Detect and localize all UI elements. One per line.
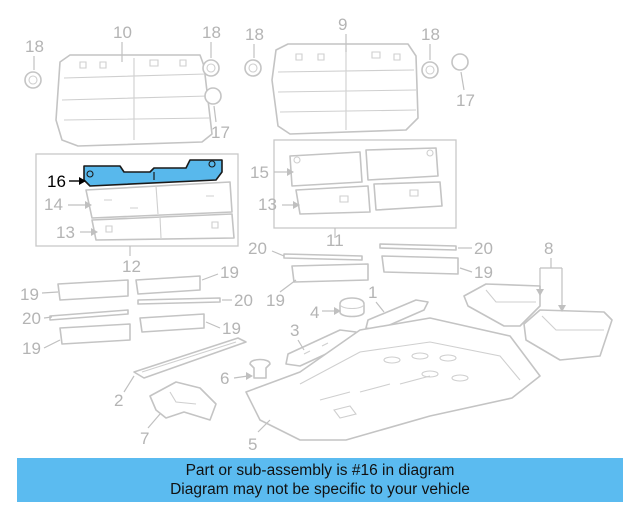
leader-19f	[43, 339, 61, 349]
callout-5: 5	[248, 435, 257, 454]
callout-19e: 19	[222, 319, 241, 338]
leader-4-arrow	[334, 307, 341, 315]
callout-19b: 19	[474, 263, 493, 282]
callout-17b: 17	[456, 91, 475, 110]
part-14-cargo-panel-left[interactable]	[85, 181, 233, 219]
callout-19f: 19	[22, 339, 41, 358]
part-19-sill-plate-b[interactable]	[381, 255, 459, 275]
leader-8-arrow-a	[536, 289, 544, 296]
leader-20a	[271, 250, 285, 257]
leader-20d	[43, 316, 53, 319]
callout-6: 6	[220, 369, 229, 388]
callout-18a: 18	[25, 37, 44, 56]
part-5-floor-carpet[interactable]	[245, 317, 541, 441]
leader-8	[539, 258, 563, 306]
part-17-ring-b[interactable]	[451, 53, 469, 71]
leader-15-arrow	[287, 168, 294, 176]
callout-20d: 20	[22, 309, 41, 328]
part-20-trim-strip-d[interactable]	[49, 309, 129, 321]
callout-18d: 18	[421, 25, 440, 44]
part-10-cargo-cover-left[interactable]	[55, 54, 213, 147]
leader-19a	[279, 279, 297, 293]
callout-7: 7	[140, 429, 149, 448]
leader-13a-arrow	[91, 228, 98, 236]
part-13-cargo-panel-left[interactable]	[91, 213, 235, 241]
callout-14: 14	[44, 195, 63, 214]
callout-2: 2	[114, 391, 123, 410]
group-box-11	[273, 139, 457, 229]
leader-5	[257, 419, 271, 433]
part-7-cover[interactable]	[149, 381, 217, 421]
info-banner: Part or sub-assembly is #16 in diagram D…	[17, 458, 623, 502]
callout-19a: 19	[266, 291, 285, 310]
leader-6-arrow	[246, 372, 253, 380]
callout-15: 15	[250, 163, 269, 182]
part-19-sill-plate-a[interactable]	[291, 263, 369, 283]
part-20-trim-strip-a[interactable]	[283, 253, 363, 261]
leader-17a	[213, 105, 217, 123]
part-4-grommet[interactable]	[339, 297, 365, 318]
callout-4: 4	[310, 303, 319, 322]
callout-18b: 18	[202, 23, 221, 42]
callout-3: 3	[290, 321, 299, 340]
leader-17b	[460, 71, 465, 91]
part-1-bracket[interactable]	[365, 299, 429, 331]
callout-19d: 19	[220, 263, 239, 282]
part-6-plug[interactable]	[249, 358, 271, 379]
callout-20c: 20	[234, 291, 253, 310]
part-17-ring-a[interactable]	[204, 87, 222, 105]
leader-14-arrow	[85, 201, 92, 209]
part-20-trim-strip-c[interactable]	[137, 297, 221, 305]
part-19-sill-plate-d[interactable]	[135, 275, 201, 295]
leader-3	[297, 339, 305, 351]
part-18-fastener-b[interactable]	[202, 59, 220, 77]
group-box-12	[35, 153, 239, 247]
part-19-sill-plate-e[interactable]	[139, 313, 205, 333]
leader-13b-arrow	[293, 201, 300, 209]
callout-8: 8	[544, 239, 553, 258]
leader-7	[147, 413, 161, 429]
callout-11: 11	[326, 231, 344, 250]
leader-19b	[459, 267, 473, 273]
leader-16-arrow	[79, 177, 86, 185]
part-2-scuff-plate[interactable]	[133, 337, 247, 379]
callout-16: 16	[47, 172, 66, 191]
banner-line-1: Part or sub-assembly is #16 in diagram	[185, 462, 455, 479]
part-16-highlighted-panel[interactable]	[83, 159, 223, 187]
part-8-storage-bin-lower[interactable]	[523, 309, 613, 361]
part-20-trim-strip-b[interactable]	[379, 243, 457, 251]
part-13-cargo-panel-right[interactable]	[295, 181, 443, 215]
banner-line-2: Diagram may not be specific to your vehi…	[170, 481, 470, 498]
callout-13a: 13	[56, 223, 75, 242]
callout-1: 1	[368, 283, 377, 302]
callout-9: 9	[338, 15, 347, 34]
part-19-sill-plate-c[interactable]	[57, 279, 129, 301]
part-19-sill-plate-f[interactable]	[59, 323, 131, 345]
callout-18c: 18	[245, 25, 264, 44]
exploded-parts-diagram: 10 9 18 18 18 18 17 17 12	[20, 15, 613, 454]
callout-10: 10	[113, 23, 132, 42]
part-8-storage-bin-upper[interactable]	[463, 283, 541, 327]
callout-17a: 17	[211, 123, 230, 142]
leader-2	[123, 375, 135, 393]
leader-1	[375, 301, 385, 313]
callout-20a: 20	[248, 239, 267, 258]
part-18-fastener-a[interactable]	[24, 71, 42, 89]
part-9-cargo-cover-right[interactable]	[271, 43, 419, 135]
leader-19e	[205, 321, 221, 329]
callout-13b: 13	[258, 195, 277, 214]
part-18-fastener-c[interactable]	[244, 59, 262, 77]
callout-19c: 19	[20, 285, 39, 304]
leader-19d	[201, 273, 219, 281]
leader-19c	[41, 291, 59, 294]
leader-6	[233, 375, 249, 379]
leader-8-arrow-b	[558, 305, 566, 312]
callout-20b: 20	[474, 239, 493, 258]
part-15-cargo-panel-right[interactable]	[289, 147, 439, 187]
part-18-fastener-d[interactable]	[421, 61, 439, 79]
callout-12: 12	[122, 257, 141, 276]
